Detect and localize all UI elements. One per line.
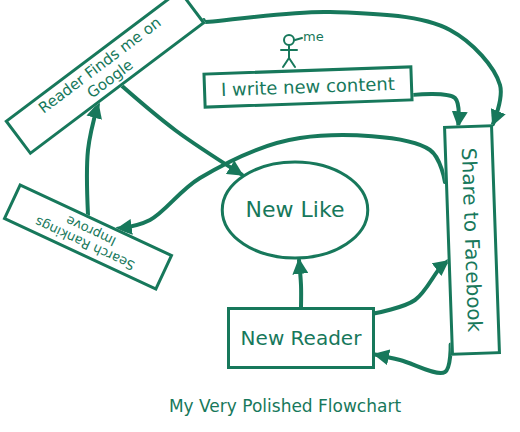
flow-arrow: [375, 261, 448, 313]
flow-arrow: [200, 12, 501, 124]
process-box: New Reader: [227, 307, 375, 369]
ellipse-node: New Like: [220, 160, 370, 260]
stick-figure-leg: [289, 58, 295, 67]
caption: My Very Polished Flowchart: [169, 396, 401, 416]
annotation-label: me: [303, 29, 324, 44]
stick-figure-head: [284, 35, 294, 45]
flow-arrow: [299, 260, 301, 307]
flow-arrow: [375, 344, 451, 373]
node-text: I write new content: [215, 72, 402, 102]
stick-figure: [281, 35, 302, 67]
stick-figure-arms: [281, 49, 297, 51]
flow-arrow: [413, 94, 458, 125]
process-box: Reader Finds me on Google: [4, 0, 206, 155]
leader-line: [295, 38, 302, 40]
process-box: Search Rankings Improve: [3, 183, 174, 291]
node-text: Share to Facebook: [456, 141, 489, 338]
node-text: New Like: [240, 196, 351, 224]
process-box: I write new content: [202, 65, 413, 108]
ellipse-shape: [222, 162, 368, 258]
flow-arrow: [87, 104, 98, 215]
stick-figure-leg: [283, 58, 289, 67]
node-text: Reader Finds me on Google: [8, 0, 201, 151]
node-text: New Reader: [235, 325, 368, 351]
node-text: Search Rankings Improve: [7, 188, 169, 287]
stick-figure-body: [288, 45, 290, 58]
process-box: Share to Facebook: [443, 124, 501, 356]
